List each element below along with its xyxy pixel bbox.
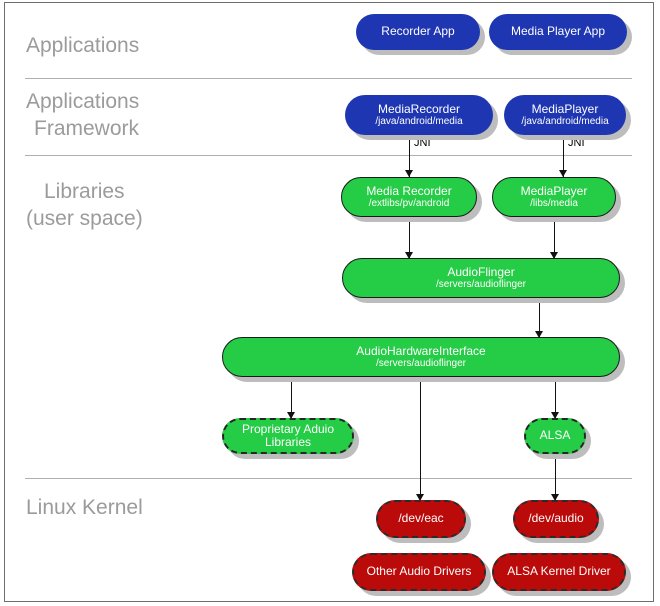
connector-arrow: [551, 412, 559, 419]
node-body: [492, 553, 626, 591]
connector-arrow: [287, 412, 295, 419]
layer-label-libraries-line1: Libraries: [44, 180, 125, 203]
node-body: [356, 14, 480, 50]
node-alsa[interactable]: ALSA: [524, 418, 591, 459]
node-other-audio-drivers[interactable]: Other Audio Drivers: [352, 553, 491, 596]
layer-label-libraries-line2: (user space): [26, 207, 143, 230]
node-body: [492, 177, 616, 217]
connector-arrow: [551, 494, 559, 501]
node-recorder-app[interactable]: Recorder App: [356, 14, 485, 55]
connector-player-to-audioflinger: [554, 217, 555, 259]
connector-arrow: [416, 494, 424, 501]
connector-hwinterface-to-proprietary: [291, 377, 292, 419]
connector-audioflinger-to-hwinterface: [539, 298, 540, 338]
node-audiohardwareinterface[interactable]: AudioHardwareInterface /servers/audiofli…: [222, 337, 625, 382]
connector-mediaplayer-jni: [563, 135, 564, 178]
node-body: [513, 500, 599, 538]
node-mediarecorder-framework[interactable]: MediaRecorder /java/android/media: [345, 95, 498, 140]
node-body: [341, 177, 477, 217]
connector-arrow: [405, 170, 413, 177]
node-body: [504, 95, 626, 135]
node-body: [222, 337, 620, 377]
divider-framework: [25, 155, 632, 156]
node-body: [345, 95, 493, 135]
node-body: [376, 500, 466, 538]
divider-kernel: [25, 478, 632, 479]
connector-hwinterface-to-dev-eac: [420, 377, 421, 501]
node-proprietary-audio-libraries[interactable]: Proprietary Aduio Libraries: [222, 418, 359, 459]
edge-label-jni-left: JNI: [414, 137, 431, 149]
layer-label-applications: Applications: [26, 34, 140, 57]
node-body: [352, 553, 486, 591]
node-body: [489, 14, 627, 50]
connector-mediarecorder-jni: [409, 135, 410, 178]
node-body: [342, 258, 620, 298]
node-dev-eac[interactable]: /dev/eac: [376, 500, 471, 543]
node-media-player-library[interactable]: MediaPlayer /libs/media: [492, 177, 621, 222]
node-audioflinger[interactable]: AudioFlinger /servers/audioflinger: [342, 258, 625, 303]
connector-alsa-to-dev-audio: [555, 454, 556, 501]
connector-arrow: [405, 252, 413, 259]
node-mediaplayer-framework[interactable]: MediaPlayer /java/android/media: [504, 95, 631, 140]
edge-label-jni-right: JNI: [568, 137, 585, 149]
layer-label-applications-framework-line1: Applications: [26, 90, 140, 113]
connector-arrow: [535, 331, 543, 338]
connector-recorder-to-audioflinger: [409, 217, 410, 259]
node-media-recorder-library[interactable]: Media Recorder /extlibs/pv/android: [341, 177, 482, 222]
node-dev-audio[interactable]: /dev/audio: [513, 500, 604, 543]
node-body: [524, 418, 586, 454]
divider-applications: [25, 78, 632, 79]
layer-label-linux-kernel: Linux Kernel: [26, 496, 143, 519]
connector-hwinterface-to-alsa: [555, 377, 556, 419]
layer-label-applications-framework-line2: Framework: [34, 117, 140, 140]
node-body: [222, 418, 354, 454]
connector-arrow: [559, 170, 567, 177]
node-media-player-app[interactable]: Media Player App: [489, 14, 632, 55]
connector-arrow: [550, 252, 558, 259]
node-alsa-kernel-driver[interactable]: ALSA Kernel Driver: [492, 553, 631, 596]
